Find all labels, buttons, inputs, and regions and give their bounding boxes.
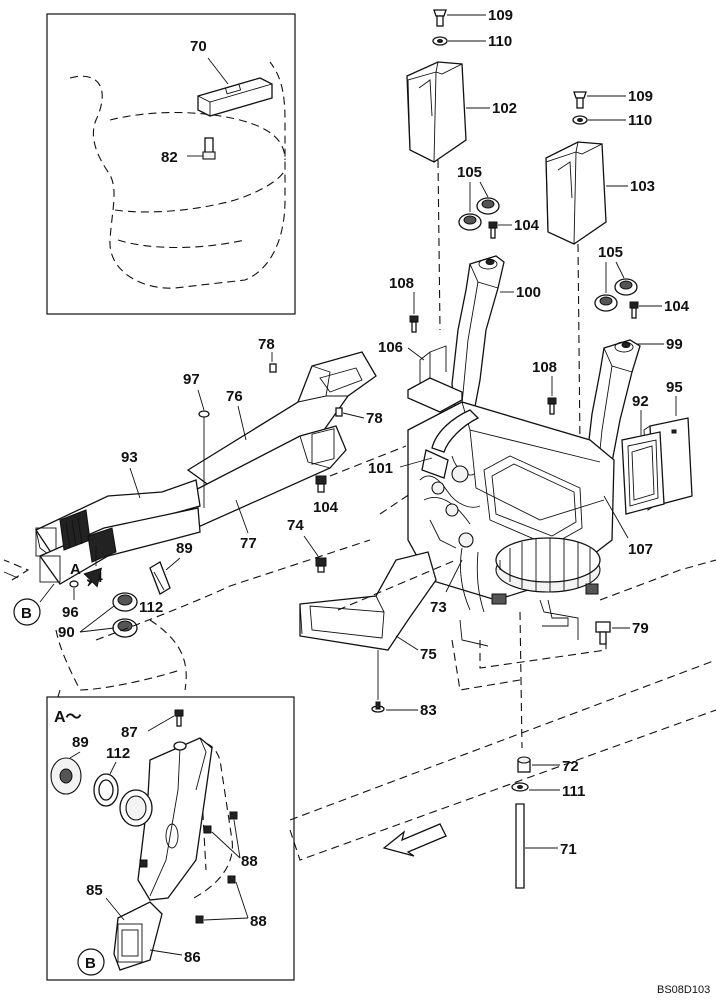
- part-92-filter-frame: [621, 431, 665, 515]
- label-112: 112: [139, 599, 163, 616]
- label-77: 77: [240, 535, 257, 552]
- label-76: 76: [226, 388, 243, 405]
- label-72: 72: [562, 758, 579, 775]
- part-71-rod: [515, 803, 525, 889]
- part-75-duct: [299, 551, 437, 651]
- part-105-grommets-b: [594, 278, 638, 312]
- part-106-bracket: [407, 345, 463, 413]
- label-79: 79: [632, 620, 649, 637]
- part-94-duct: [39, 507, 201, 585]
- arrow-a-label: A: [70, 561, 81, 578]
- label-108-b: 108: [532, 359, 557, 376]
- callout-b-bottom: B: [77, 948, 105, 976]
- label-88-a: 88: [241, 853, 258, 870]
- inset-detail-panel: [46, 13, 296, 315]
- part-105-grommets-a: [458, 197, 500, 231]
- label-93: 93: [121, 449, 138, 466]
- view-a-title: A～: [54, 709, 82, 726]
- part-89-cap: [149, 561, 171, 595]
- drawing-code: BS08D103: [657, 984, 710, 996]
- assembly-reference-lines: [55, 445, 716, 861]
- label-82: 82: [161, 149, 178, 166]
- view-a-detail-panel: [46, 696, 295, 981]
- part-108-screw-a: [409, 315, 419, 333]
- label-89: 89: [176, 540, 193, 557]
- part-96-clip: [69, 580, 79, 588]
- label-75: 75: [420, 646, 437, 663]
- part-78-clip-b: [335, 407, 343, 417]
- bellows-joints: [59, 509, 117, 563]
- label-90: 90: [58, 624, 75, 641]
- part-74-screw: [315, 557, 327, 573]
- label-74: 74: [287, 517, 304, 534]
- label-110-b: 110: [628, 112, 652, 129]
- part-70-shape: [197, 77, 273, 117]
- label-97: 97: [183, 371, 200, 388]
- inset-frame: [46, 13, 296, 315]
- label-70: 70: [190, 38, 207, 55]
- part-103-duct-cover: [545, 141, 607, 245]
- part-101-pipe: [421, 409, 480, 483]
- label-88-b: 88: [250, 913, 267, 930]
- label-111: 111: [562, 783, 585, 800]
- part-100-duct: [451, 255, 505, 415]
- air-conditioner-unit: [407, 401, 615, 627]
- label-105-a: 105: [457, 164, 482, 181]
- part-78-clip-a: [269, 363, 277, 373]
- label-102: 102: [492, 100, 517, 117]
- part-108-screw-b: [547, 397, 557, 415]
- label-104-a: 104: [514, 217, 540, 234]
- part-72-nut: [517, 756, 531, 773]
- label-110-a: 110: [488, 33, 512, 50]
- label-73: 73: [430, 599, 447, 616]
- label-103: 103: [630, 178, 655, 195]
- part-109-screw-a: [433, 9, 447, 27]
- callout-b-bottom-text: B: [85, 955, 96, 972]
- label-106: 106: [378, 339, 403, 356]
- label-109-b: 109: [628, 88, 653, 105]
- part-79-bolt: [595, 621, 611, 645]
- label-104-b: 104: [664, 298, 690, 315]
- label-107: 107: [628, 541, 653, 558]
- label-78-b: 78: [366, 410, 383, 427]
- label-89-view-a: 89: [72, 734, 89, 751]
- label-85: 85: [86, 882, 103, 899]
- label-108-a: 108: [389, 275, 414, 292]
- label-109-a: 109: [488, 7, 513, 24]
- callout-b-top: B: [3, 571, 55, 626]
- label-101: 101: [368, 460, 393, 477]
- part-102-duct-cover: [406, 61, 467, 163]
- label-86: 86: [184, 949, 201, 966]
- label-87: 87: [121, 724, 138, 741]
- front-direction-arrow: [382, 823, 447, 857]
- label-100: 100: [516, 284, 541, 301]
- label-99: 99: [666, 336, 683, 353]
- part-83-screw: [371, 701, 385, 713]
- part-104-screw-b: [629, 301, 639, 319]
- part-82-shape: [202, 137, 216, 160]
- label-104-c: 104: [313, 499, 339, 516]
- arrow-a-indicator: [83, 567, 103, 588]
- part-97-screw: [198, 410, 210, 508]
- label-105-b: 105: [598, 244, 623, 261]
- part-109-screw-b: [573, 91, 587, 109]
- part-111-washer: [511, 782, 529, 792]
- label-112-view-a: 112: [106, 745, 130, 762]
- label-95: 95: [666, 379, 683, 396]
- label-96: 96: [62, 604, 79, 621]
- part-112-grommets: [112, 592, 138, 638]
- view-a-frame: [46, 696, 295, 981]
- label-78-a: 78: [258, 336, 275, 353]
- part-104-screw-c: [315, 475, 327, 493]
- callout-b-top-text: B: [21, 605, 32, 622]
- label-83: 83: [420, 702, 437, 719]
- label-71: 71: [560, 841, 577, 858]
- part-104-screw-a: [488, 221, 498, 239]
- label-92: 92: [632, 393, 649, 410]
